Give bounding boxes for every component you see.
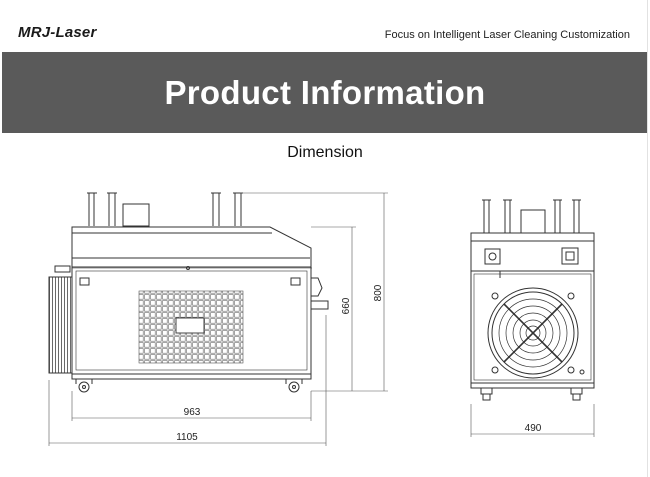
front-view-dimensions: 490 [470, 404, 595, 437]
page-header: MRJ-Laser Focus on Intelligent Laser Cle… [0, 0, 650, 48]
side-view-top-fittings [87, 192, 243, 227]
section-title: Dimension [287, 144, 363, 161]
front-view-top-fittings [482, 199, 581, 234]
title-banner: Product Information [2, 52, 648, 133]
front-view [470, 199, 595, 401]
header-tagline: Focus on Intelligent Laser Cleaning Cust… [384, 29, 630, 41]
front-view-panel-switch [561, 247, 579, 265]
dim-label-1105: 1105 [176, 432, 198, 443]
dim-label-963: 963 [184, 407, 201, 418]
fan-icon [487, 287, 579, 379]
dim-label-490: 490 [525, 423, 542, 434]
side-view [48, 192, 329, 393]
side-view-wheels [75, 379, 303, 393]
banner-title: Product Information [164, 73, 486, 111]
side-view-dimensions: 660 800 963 1105 [48, 192, 388, 446]
side-view-radiator [48, 276, 73, 374]
front-view-wheels [480, 387, 583, 401]
front-view-power-switch [484, 248, 501, 265]
dim-label-800: 800 [373, 284, 384, 301]
brand-logo: MRJ-Laser [18, 24, 97, 41]
dim-label-660: 660 [341, 297, 352, 314]
page-edge [647, 0, 650, 477]
side-view-top-cover [71, 226, 312, 268]
